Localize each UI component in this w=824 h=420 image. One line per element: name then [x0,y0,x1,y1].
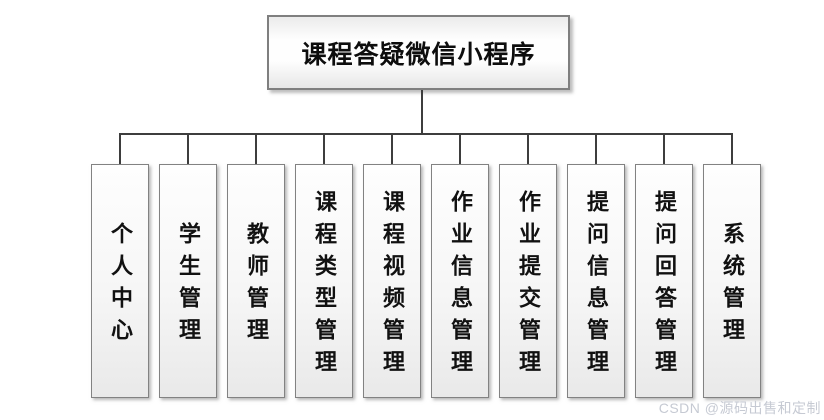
org-node-label: 个人中心 [108,222,133,350]
connector-drop [187,135,189,164]
connector-drop [391,135,393,164]
org-node-label: 学生管理 [176,222,201,350]
org-node: 学生管理 [159,164,217,398]
connector-drop [323,135,325,164]
connector-drop [255,135,257,164]
root-node: 课程答疑微信小程序 [267,15,570,90]
org-node: 作业信息管理 [431,164,489,398]
org-node-label: 作业提交管理 [516,190,541,382]
org-node: 提问信息管理 [567,164,625,398]
org-node: 课程类型管理 [295,164,353,398]
org-node: 提问回答管理 [635,164,693,398]
org-node-label: 课程类型管理 [312,190,337,382]
org-node: 课程视频管理 [363,164,421,398]
connector-drop [527,135,529,164]
org-node-label: 教师管理 [244,222,269,350]
connector-drop [119,135,121,164]
org-node: 系统管理 [703,164,761,398]
org-node: 作业提交管理 [499,164,557,398]
connector-drop [731,135,733,164]
root-node-label: 课程答疑微信小程序 [301,40,536,69]
org-node: 个人中心 [91,164,149,398]
watermark-text: CSDN @源码出售和定制 [658,400,821,416]
connector-rail [119,133,733,135]
org-node: 教师管理 [227,164,285,398]
org-node-label: 提问回答管理 [652,190,677,382]
org-node-label: 课程视频管理 [380,190,405,382]
connector-stem [421,90,423,133]
org-node-label: 作业信息管理 [448,190,473,382]
org-node-label: 系统管理 [720,222,745,350]
connector-drop [663,135,665,164]
connector-drop [595,135,597,164]
org-node-label: 提问信息管理 [584,190,609,382]
connector-drop [459,135,461,164]
